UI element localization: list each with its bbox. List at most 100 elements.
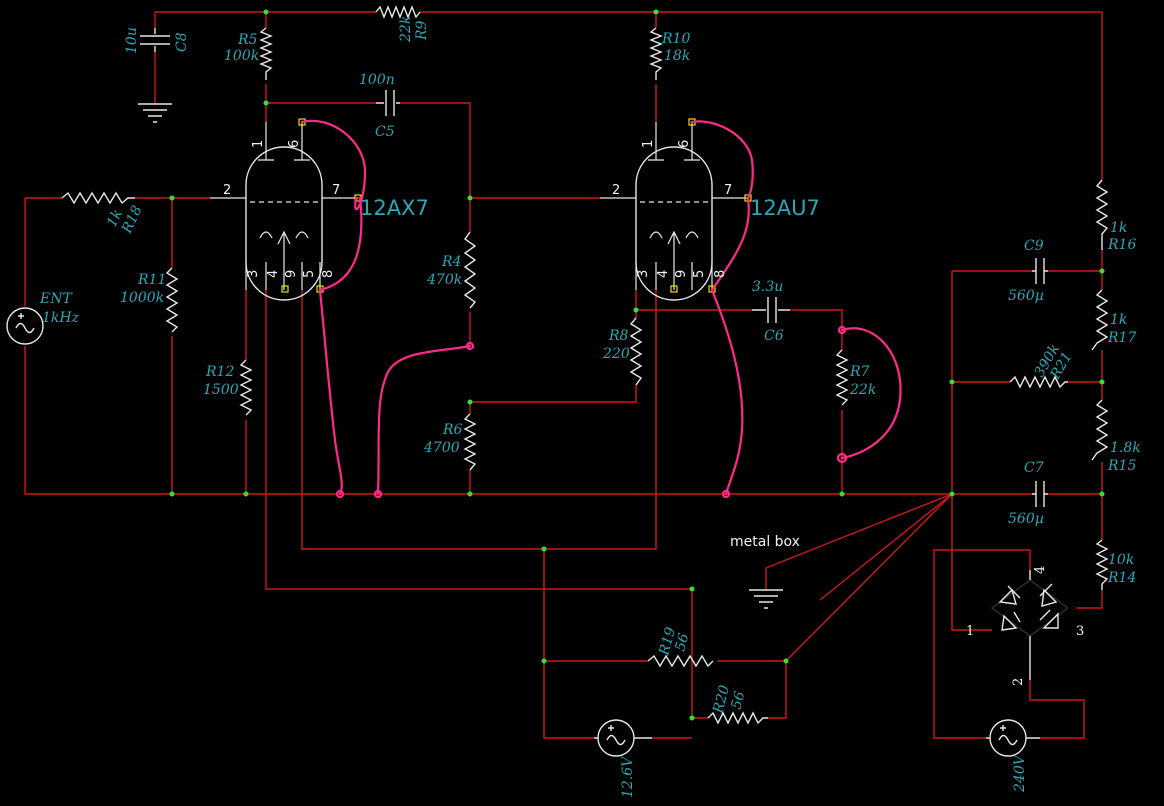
label-R10-value: 18k [664,48,690,64]
label-R14-value: 1k [104,207,126,230]
resistor-R18 [1091,289,1109,351]
label-R7-ref: R7 [849,364,870,380]
bridge-pin-4: 4 [1033,566,1048,574]
v1-pin-5: 5 [302,270,317,278]
label-R18-ref: R17 [1107,330,1136,346]
v1-pin-9: 9 [284,270,299,278]
label-C5-value: 100n [359,72,395,88]
v1-pin-7: 7 [332,183,340,198]
tube-V1 [210,118,362,301]
v2-pin-9: 9 [674,270,689,278]
label-heater-value: 12.6V [620,755,636,798]
ground-symbol-c8 [138,103,172,123]
resistor-R11 [165,267,179,333]
label-C9-value: 560µ [1008,288,1044,304]
resistor-R9 [375,5,421,19]
resistor-R16 [1095,179,1109,250]
label-R20-value: 56 [728,690,748,711]
bridge-pin-1: 1 [966,624,974,639]
bridge-rectifier [990,570,1070,680]
v1-pin-3: 3 [246,270,261,278]
label-ENT-ref: ENT [39,291,73,307]
tube-V1-type: 12AX7 [360,196,429,220]
labels: 12AX7 12AU7 1 2 3 4 5 6 7 8 9 1 2 3 4 5 … [39,16,1141,798]
label-R19-value: 56 [672,632,692,653]
resistor-R14 [61,191,135,205]
resistors [61,5,1109,725]
v1-pin-8: 8 [321,270,336,278]
label-R11-value: 1000k [120,290,164,306]
label-R7-value: 22k [849,382,876,398]
capacitors [140,28,1048,507]
resistor-R15 [1095,539,1109,590]
label-ENT-value: 1kHz [42,310,80,326]
tube-V2-type: 12AU7 [750,196,820,220]
junctions [169,9,1105,721]
capacitor-C5 [376,90,400,116]
label-R19-ref: R19 [656,625,679,658]
label-R11-ref: R11 [137,272,166,288]
label-C6-value: 3.3u [752,279,783,295]
grounds [138,103,783,609]
label-R8-ref: R8 [608,328,629,344]
label-C8-ref: C8 [174,32,190,52]
bridge-pin-3: 3 [1076,624,1084,639]
label-R15-ref: R14 [1107,570,1136,586]
jumpers [300,119,902,499]
resistor-R7 [835,349,849,406]
sources [6,307,1040,757]
label-R5-ref: R5 [237,32,258,48]
label-R9-value: 22k [398,16,414,43]
v1-pin-6: 6 [287,140,302,148]
capacitor-C7 [1032,481,1048,507]
resistor-R8 [629,317,643,386]
resistor-R20 [707,711,768,725]
resistor-R6 [463,413,477,471]
label-R10-ref: R10 [661,31,690,47]
resistor-R10 [649,27,663,80]
capacitor-C6 [752,297,790,323]
chassis-annotation: metal box [730,534,800,550]
v2-pin-7: 7 [724,183,732,198]
resistor-R12 [239,359,253,416]
label-R16-ref: R16 [1107,237,1136,253]
v2-pin-5: 5 [692,270,707,278]
label-R4-ref: R4 [441,254,461,270]
label-R6-ref: R6 [442,422,463,438]
label-R5-value: 100k [224,48,259,64]
label-C6-ref: C6 [764,328,784,344]
label-R8-value: 220 [602,346,630,362]
source-heater [594,719,652,757]
bridge-pin-2: 2 [1011,678,1026,686]
label-C7-ref: C7 [1024,460,1044,476]
resistor-R4 [463,231,477,309]
label-R12-value: 1500 [203,382,239,398]
capacitor-C8 [140,28,170,52]
label-R4-value: 470k [426,272,462,288]
ground-symbol-chassis [749,589,783,609]
resistor-R5 [259,27,273,80]
label-R9-ref: R9 [414,20,430,41]
label-C5-ref: C5 [375,124,395,140]
v1-pin-2: 2 [223,183,231,198]
label-mains-value: 240V [1012,753,1028,793]
resistor-R21 [1009,375,1068,389]
resistor-R19 [647,654,714,668]
label-R14-ref: R18 [119,203,146,236]
label-C9-ref: C9 [1024,238,1044,254]
v2-pin-8: 8 [713,270,728,278]
v2-pin-4: 4 [656,270,671,278]
v2-pin-2: 2 [612,183,620,198]
label-C7-value: 560µ [1008,511,1044,527]
v2-pin-3: 3 [636,270,651,278]
capacitor-C9 [1032,258,1048,284]
source-ENT [6,307,44,345]
label-C8-value: 10u [124,27,140,54]
v1-pin-4: 4 [266,270,281,278]
source-mains [986,719,1040,757]
label-R16-value: 1k [1110,220,1127,236]
label-R20-ref: R20 [710,683,733,716]
label-R17-ref: R15 [1107,458,1136,474]
v2-pin-6: 6 [677,140,692,148]
label-R12-ref: R12 [205,364,234,380]
